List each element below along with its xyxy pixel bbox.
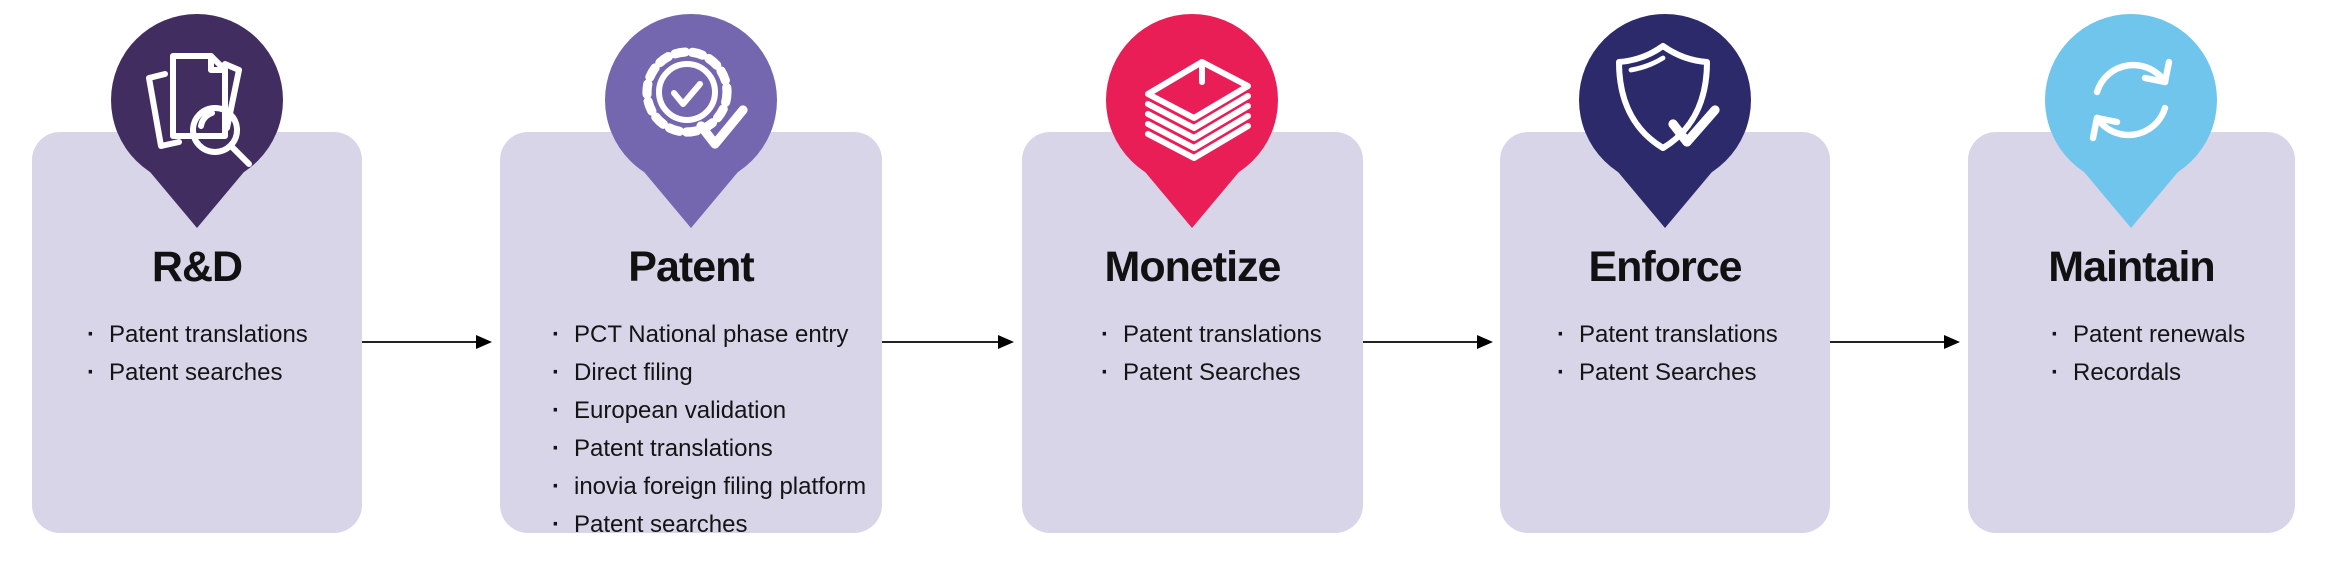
list-item: Direct filing [552, 354, 866, 392]
stage-bullet-list: Patent translations Patent Searches [1101, 316, 1322, 392]
pin-shape [111, 14, 283, 228]
list-item: Patent Searches [1557, 354, 1778, 392]
stage-bullet-list: PCT National phase entry Direct filing E… [552, 316, 866, 544]
stage-pin-patent [605, 14, 777, 230]
list-item: Patent translations [1557, 316, 1778, 354]
pin-shape [1106, 14, 1278, 228]
shield-check-icon [1616, 43, 1720, 151]
list-item: Recordals [2051, 354, 2245, 392]
stage-title: Patent [628, 243, 754, 291]
pin-shape [605, 14, 777, 228]
stage-title: Monetize [1104, 243, 1282, 291]
stage-bullet-list: Patent renewals Recordals [2051, 316, 2245, 392]
list-item: Patent translations [552, 430, 866, 468]
list-item: Patent translations [87, 316, 308, 354]
list-item: Patent searches [87, 354, 308, 392]
stage-pin-monetize [1106, 14, 1278, 230]
stage-title: Maintain [2048, 243, 2215, 291]
flow-arrow [362, 335, 492, 349]
refresh-arrows-icon [2089, 58, 2173, 142]
stage-pin-maintain [2045, 14, 2217, 230]
stage-title: Enforce [1588, 243, 1742, 291]
list-item: European validation [552, 392, 866, 430]
flow-arrow [1363, 335, 1493, 349]
stage-bullet-list: Patent translations Patent Searches [1557, 316, 1778, 392]
documents-search-icon [146, 53, 252, 167]
money-stack-icon [1145, 59, 1251, 161]
list-item: Patent Searches [1101, 354, 1322, 392]
flow-arrow [882, 335, 1014, 349]
pin-shape [1579, 14, 1751, 228]
stage-pin-rd [111, 14, 283, 230]
certified-badge-check-icon [642, 47, 748, 149]
list-item: Patent renewals [2051, 316, 2245, 354]
list-item: inovia foreign filing platform [552, 468, 866, 506]
list-item: Patent translations [1101, 316, 1322, 354]
list-item: PCT National phase entry [552, 316, 866, 354]
stage-bullet-list: Patent translations Patent searches [87, 316, 308, 392]
stage-title: R&D [151, 243, 243, 291]
flow-arrow [1830, 335, 1960, 349]
stage-pin-enforce [1579, 14, 1751, 230]
pin-shape [2045, 14, 2217, 228]
list-item: Patent searches [552, 506, 866, 544]
